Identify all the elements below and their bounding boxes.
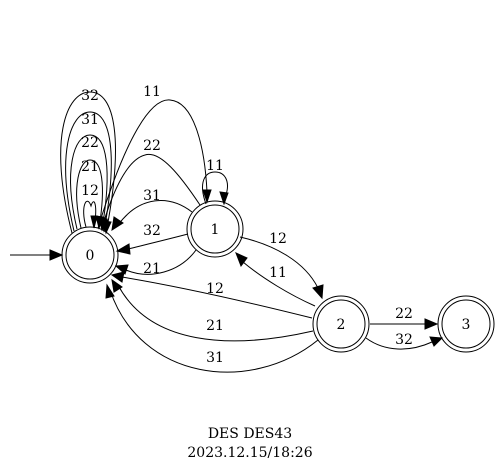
state-2-outer-ring: [312, 295, 370, 353]
edge-2-0-31: [109, 289, 319, 373]
edge-label-1-0-32: 32: [143, 223, 161, 239]
edge-label-1-0-21: 21: [143, 261, 161, 277]
edge-label-2-3-22: 22: [395, 306, 413, 322]
edge-labels: 12 21 22 31 32 11 22 31 32 21 11 12 11 1…: [81, 84, 413, 366]
state-3-label: 3: [462, 317, 471, 333]
edge-2-0-21-head: [111, 278, 123, 293]
edge-label-0-1-11: 11: [143, 84, 161, 100]
edge-1-1-11-head: [219, 191, 229, 206]
edge-1-0-22: [101, 153, 201, 229]
edge-label-0-0-32: 32: [81, 88, 99, 104]
diagram-caption: DES DES43 2023.12.15/18:26: [187, 426, 312, 461]
edge-label-1-1-11: 11: [206, 158, 224, 174]
edge-1-0-32: [127, 233, 189, 250]
edge-1-0-21: [125, 249, 197, 275]
edge-1-0-21-head: [114, 264, 129, 275]
edge-2-1-11-head: [235, 252, 248, 268]
edge-label-2-0-31: 31: [206, 350, 224, 366]
state-3-outer-ring: [437, 295, 495, 353]
edge-1-2-12-head: [312, 284, 324, 300]
state-2-inner-ring: [316, 299, 366, 349]
state-1: 1: [186, 200, 244, 258]
edge-1-2-12: [239, 236, 319, 289]
edge-label-1-2-12: 12: [269, 231, 287, 247]
caption-title: DES DES43: [208, 426, 292, 442]
edge-1-0-31-head: [111, 216, 124, 232]
state-1-inner-ring: [190, 204, 240, 254]
edge-0-0-32: [60, 91, 116, 234]
edge-1-0-22-head: [98, 217, 108, 232]
state-0-label: 0: [86, 248, 95, 264]
edge-2-0-12-head: [110, 271, 125, 283]
edge-label-0-0-31: 31: [81, 112, 99, 128]
edge-2-1-11: [242, 261, 316, 307]
edge-0-0-12: [83, 200, 97, 229]
edge-0-0-31: [65, 111, 112, 232]
state-0-outer-ring: [61, 226, 119, 284]
edge-0-0-12-head: [90, 215, 98, 229]
edge-2-0-21: [117, 284, 314, 342]
edge-label-0-0-12: 12: [81, 183, 99, 199]
state-1-label: 1: [211, 222, 220, 238]
state-1-outer-ring: [186, 200, 244, 258]
edge-label-2-0-21: 21: [206, 318, 224, 334]
state-2: 2: [312, 295, 370, 353]
edge-2-0-31-head: [105, 283, 115, 299]
initial-arrow-head: [49, 249, 64, 261]
edge-0-0-22: [70, 134, 108, 230]
state-0: 0: [61, 226, 119, 284]
edge-0-1-11: [97, 99, 208, 229]
edge-0-0-21: [76, 159, 103, 229]
edge-label-2-1-11: 11: [269, 265, 287, 281]
edge-label-2-0-12: 12: [206, 281, 224, 297]
edge-2-3-32: [365, 337, 433, 350]
edge-1-1-11: [202, 171, 228, 205]
state-2-label: 2: [337, 317, 346, 333]
edges: [10, 91, 444, 373]
edge-label-0-0-21: 21: [81, 159, 99, 175]
state-0-inner-ring: [65, 230, 115, 280]
edge-label-1-0-31: 31: [143, 188, 161, 204]
edge-label-1-0-22: 22: [143, 138, 161, 154]
edge-2-3-22-head: [424, 318, 439, 330]
state-3: 3: [437, 295, 495, 353]
edge-1-0-32-head: [115, 243, 131, 255]
edge-label-0-0-22: 22: [81, 135, 99, 151]
state-3-inner-ring: [441, 299, 491, 349]
edge-0-1-11-head: [202, 189, 212, 204]
edge-2-0-12: [121, 276, 313, 319]
edge-2-3-32-head: [429, 336, 444, 347]
edge-1-0-31: [117, 200, 193, 226]
caption-timestamp: 2023.12.15/18:26: [187, 445, 312, 461]
edge-label-2-3-32: 32: [395, 332, 413, 348]
